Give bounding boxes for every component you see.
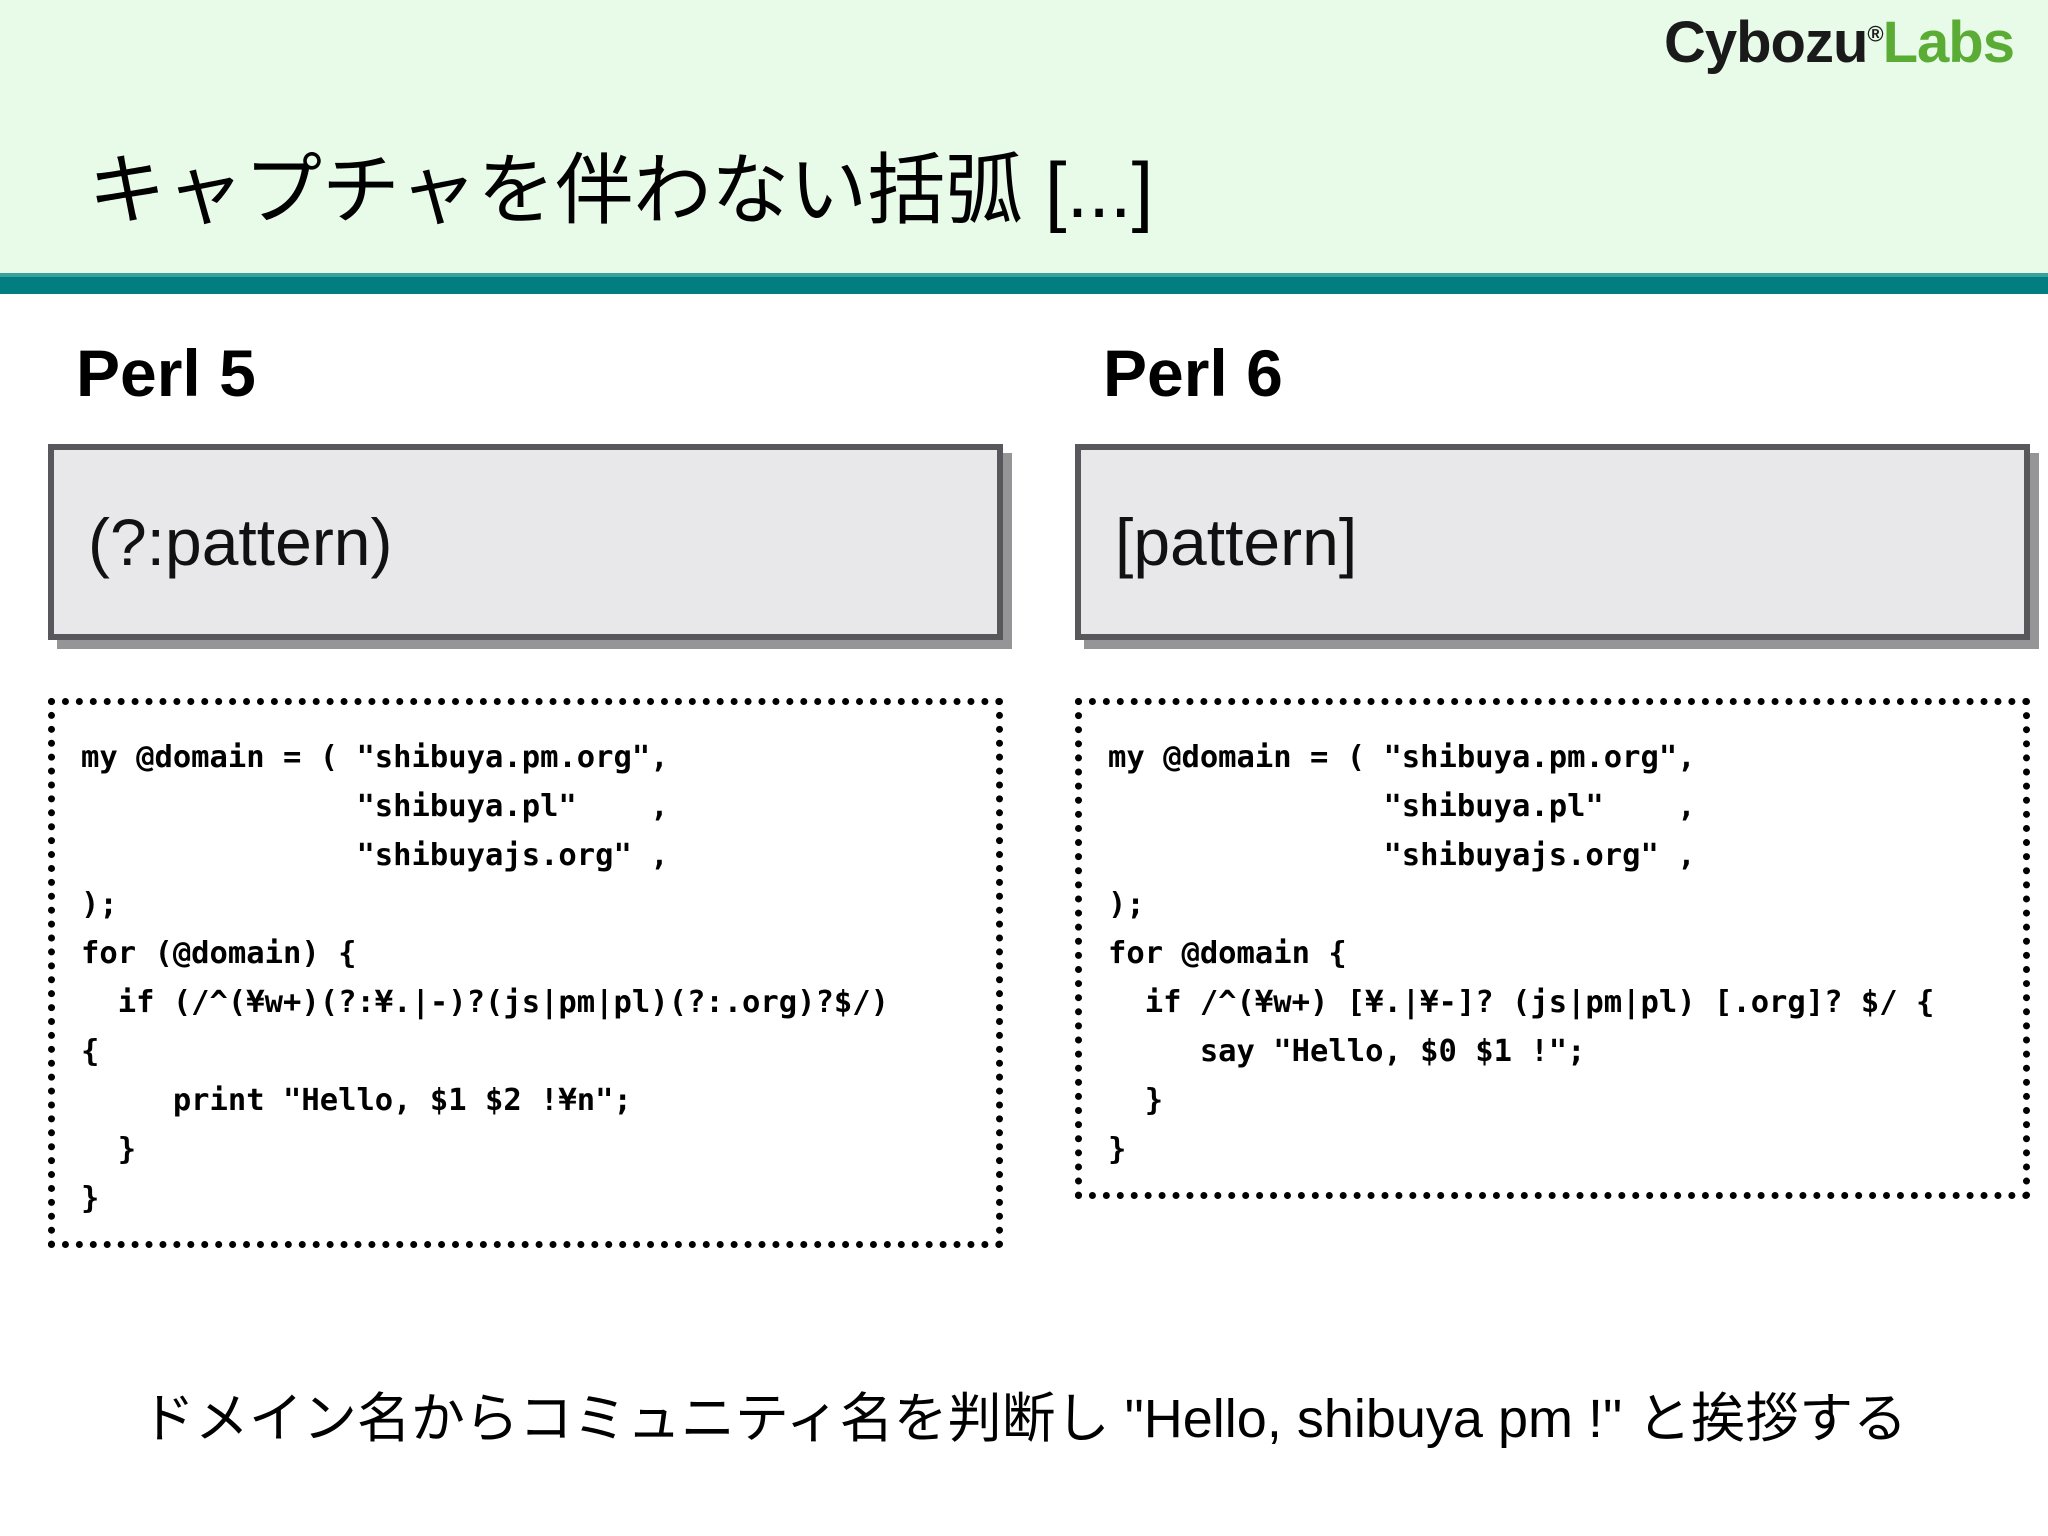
slide-header-band: Cybozu®Labs キャプチャを伴わない括弧 [...] [0, 0, 2048, 273]
brand-name-labs: Labs [1882, 10, 2015, 75]
accent-rule-light [0, 273, 2048, 277]
brand-name-cybozu: Cybozu [1663, 10, 1868, 75]
registered-trademark-icon: ® [1867, 21, 1883, 47]
code-box-perl6: my @domain = ( "shibuya.pm.org", "shibuy… [1075, 698, 2030, 1199]
code-snippet-perl6: my @domain = ( "shibuya.pm.org", "shibuy… [1108, 740, 1935, 1167]
accent-rule [0, 277, 2048, 294]
column-perl6: Perl 6 [pattern] my @domain = ( "shibuya… [1075, 340, 2030, 1199]
pattern-box-perl6: [pattern] [1075, 444, 2030, 640]
column-perl5: Perl 5 (?:pattern) my @domain = ( "shibu… [48, 340, 1003, 1248]
column-heading-perl6: Perl 6 [1103, 336, 1283, 410]
column-heading-perl5: Perl 5 [76, 336, 256, 410]
cybozu-labs-logo: Cybozu®Labs [1664, 14, 2015, 72]
pattern-syntax-perl6: [pattern] [1115, 505, 1358, 579]
pattern-syntax-perl5: (?:pattern) [88, 505, 393, 579]
code-box-perl5: my @domain = ( "shibuya.pm.org", "shibuy… [48, 698, 1003, 1248]
slide-caption: ドメイン名からコミュニティ名を判断し "Hello, shibuya pm !"… [140, 1389, 1908, 1449]
code-snippet-perl5: my @domain = ( "shibuya.pm.org", "shibuy… [81, 740, 889, 1216]
page-title: キャプチャを伴わない括弧 [...] [88, 146, 1154, 235]
pattern-box-perl5: (?:pattern) [48, 444, 1003, 640]
